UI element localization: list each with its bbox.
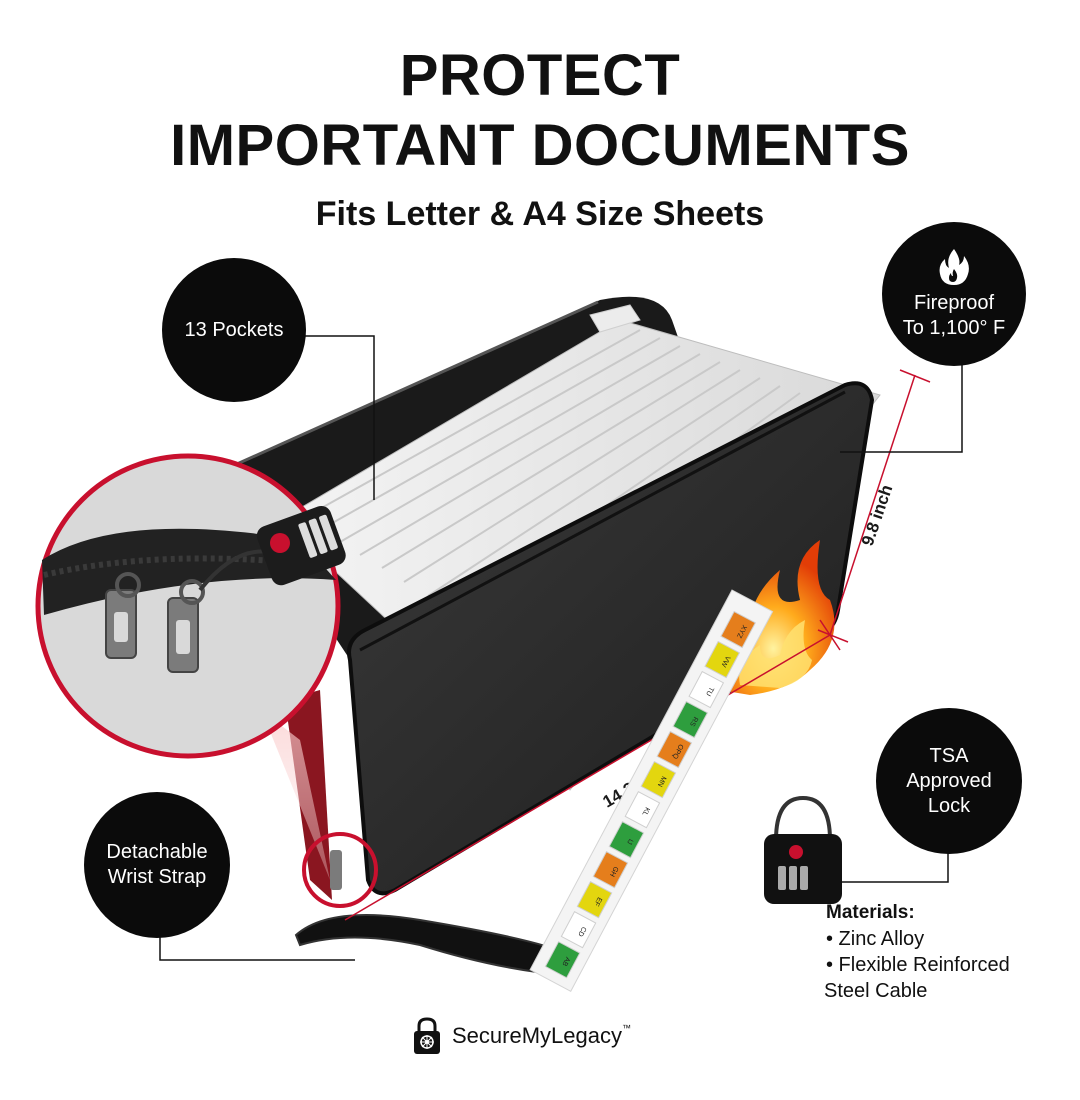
brand-name-text: SecureMyLegacy bbox=[452, 1023, 622, 1048]
index-tab-label: VW bbox=[719, 655, 731, 669]
callout-pockets: 13 Pockets bbox=[162, 258, 306, 402]
fire-icon bbox=[939, 249, 969, 285]
brand-logo: SecureMyLegacy™ bbox=[410, 1016, 631, 1056]
tsa-padlock bbox=[764, 795, 842, 904]
materials-item-3: Steel Cable bbox=[824, 980, 928, 1002]
callout-tsa-line3: Lock bbox=[927, 794, 971, 817]
materials-item-2: • Flexible Reinforced bbox=[826, 954, 1010, 976]
index-tab bbox=[704, 640, 741, 679]
index-tab bbox=[720, 610, 757, 649]
headline-line-1: PROTECT bbox=[399, 43, 681, 108]
case-back-zipper bbox=[227, 300, 599, 470]
callout-fireproof: Fireproof To 1,100° F bbox=[882, 222, 1026, 366]
callout-tsa-line2: Approved bbox=[906, 769, 992, 792]
index-tab-label: KL bbox=[640, 806, 650, 817]
callout-tsa-line1: TSA bbox=[929, 744, 969, 767]
index-tab bbox=[640, 760, 677, 799]
callout-wrist-strap: Detachable Wrist Strap bbox=[84, 792, 230, 938]
index-tab-label: RS bbox=[688, 715, 699, 727]
padlock-flower-logo-icon bbox=[414, 1017, 440, 1054]
index-tab bbox=[672, 700, 709, 739]
index-tab bbox=[560, 911, 597, 949]
height-dimension-label: 9.8 inch bbox=[858, 482, 897, 548]
brand-name: SecureMyLegacy™ bbox=[452, 1023, 631, 1049]
subheadline: Fits Letter & A4 Size Sheets bbox=[315, 195, 765, 233]
index-tab-label: IJ bbox=[625, 837, 634, 845]
callout-strap-line1: Detachable bbox=[106, 841, 208, 863]
width-dimension bbox=[344, 619, 841, 921]
callout-strap-line2: Wrist Strap bbox=[107, 866, 207, 888]
index-tab bbox=[656, 730, 693, 769]
index-tab-label: AB bbox=[560, 956, 571, 968]
index-tab bbox=[576, 881, 613, 919]
materials-item-1: • Zinc Alloy bbox=[826, 928, 925, 950]
index-tab-label: CD bbox=[576, 925, 587, 937]
index-tab bbox=[544, 941, 581, 979]
callout-fireproof-line1: Fireproof bbox=[913, 292, 995, 314]
index-tab-label: MN bbox=[656, 775, 667, 788]
headline-line-2: IMPORTANT DOCUMENTS bbox=[170, 113, 910, 178]
index-tab bbox=[624, 790, 661, 829]
materials-heading: Materials: bbox=[826, 902, 915, 923]
height-dimension bbox=[817, 369, 931, 643]
tsa-lock-on-case bbox=[256, 505, 346, 586]
index-tab bbox=[688, 670, 725, 709]
callout-fireproof-line2: To 1,100° F bbox=[902, 317, 1006, 339]
index-tab-label: EF bbox=[592, 896, 602, 907]
index-tab-label: GH bbox=[608, 865, 619, 878]
callout-pockets-text: 13 Pockets bbox=[184, 318, 284, 341]
strap-attachment-highlight bbox=[302, 832, 378, 908]
callout-tsa-lock: TSA Approved Lock bbox=[876, 708, 1022, 854]
index-tab bbox=[592, 851, 629, 889]
index-tab-label: TU bbox=[704, 685, 715, 697]
zipper-zoom-inset bbox=[35, 453, 341, 759]
index-tab bbox=[608, 820, 645, 859]
materials-list: Materials: • Zinc Alloy • Flexible Reinf… bbox=[824, 900, 1066, 1004]
trademark-symbol: ™ bbox=[621, 1023, 631, 1033]
